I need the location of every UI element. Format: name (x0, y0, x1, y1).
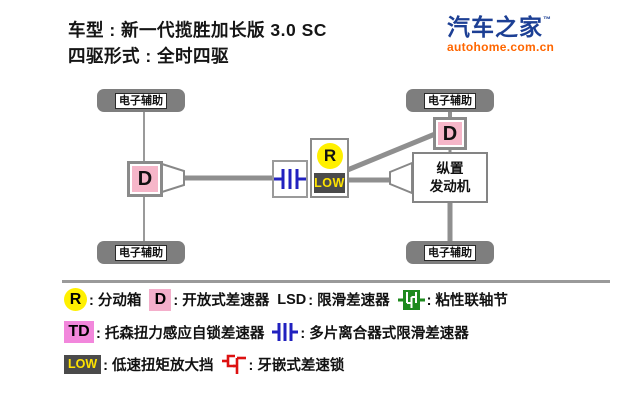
rear-diagonal-shaft-line (344, 129, 441, 174)
front-differential-box: D (127, 161, 163, 197)
legend-d-text: : 开放式差速器 (173, 293, 270, 309)
legend-low-badge: LOW (64, 354, 102, 374)
multi-plate-clutch-icon (272, 323, 299, 341)
wheel-label: 电子辅助 (115, 244, 167, 261)
engine-box: 纵置 发动机 (412, 152, 488, 203)
legend-td-text: : 托森扭力感应自锁差速器 (96, 325, 265, 342)
logo-domain-text: autohome.com.cn (447, 40, 555, 54)
legend-lsd-text: : 限滑差速器 (308, 293, 390, 309)
front-diff-coupler-trapezoid (161, 162, 185, 194)
wheel-rear-right: 电子辅助 (406, 241, 494, 264)
legend-r-badge: R (64, 288, 87, 311)
transfer-case-box: R LOW (310, 138, 349, 198)
wheel-label: 电子辅助 (115, 92, 167, 109)
legend-d-badge: D (149, 288, 172, 311)
page-title: 车型 : 新一代揽胜加长版 3.0 SC 四驱形式 : 全时四驱 (68, 17, 327, 69)
legend-dog-clutch-text: : 牙嵌式差速锁 (248, 357, 345, 374)
legend-lsd-badge: LSD (277, 291, 307, 308)
wheel-label: 电子辅助 (424, 244, 476, 261)
legend-clutch-text: : 多片离合器式限滑差速器 (300, 325, 469, 342)
logo-brand-text: 汽车之家 (447, 14, 543, 40)
logo-trademark: ™ (543, 15, 551, 24)
legend: R : 分动箱 D : 开放式差速器 LSD : 限滑差速器 : 粘性联轴节 T… (64, 288, 616, 385)
rear-differential-box: D (433, 117, 467, 150)
autohome-logo: 汽车之家™ autohome.com.cn (447, 14, 555, 54)
engine-label-line2: 发动机 (429, 178, 471, 194)
wheel-front-right: 电子辅助 (406, 89, 494, 112)
legend-row-3: LOW : 低速扭矩放大挡 : 牙嵌式差速锁 (64, 353, 616, 375)
legend-td-badge: TD (64, 321, 94, 343)
multi-plate-clutch-icon (274, 169, 306, 189)
wheel-rear-left: 电子辅助 (97, 241, 185, 264)
legend-r-text: : 分动箱 (89, 293, 142, 309)
legend-row-2: TD : 托森扭力感应自锁差速器 : 多片离合器式限滑差速器 (64, 321, 616, 343)
legend-low-text: : 低速扭矩放大挡 (103, 357, 214, 374)
engine-coupler-trapezoid (389, 161, 413, 195)
drive-type-line: 四驱形式 : 全时四驱 (68, 46, 230, 66)
engine-label-line1: 纵置 (436, 160, 464, 176)
multi-plate-clutch-box (272, 160, 308, 198)
model-line: 车型 : 新一代揽胜加长版 3.0 SC (68, 20, 327, 40)
legend-viscous-text: : 粘性联轴节 (426, 293, 508, 309)
legend-separator (62, 280, 610, 283)
dog-clutch-lock-icon (221, 354, 246, 374)
wheel-label: 电子辅助 (424, 92, 476, 109)
rear-differential-label: D (438, 122, 462, 145)
legend-row-1: R : 分动箱 D : 开放式差速器 LSD : 限滑差速器 : 粘性联轴节 (64, 288, 616, 311)
front-differential-label: D (132, 166, 158, 192)
wheel-front-left: 电子辅助 (97, 89, 185, 112)
viscous-coupling-icon (397, 289, 425, 310)
transfer-case-low-badge: LOW (314, 173, 345, 193)
transfer-case-r-badge: R (317, 143, 343, 169)
